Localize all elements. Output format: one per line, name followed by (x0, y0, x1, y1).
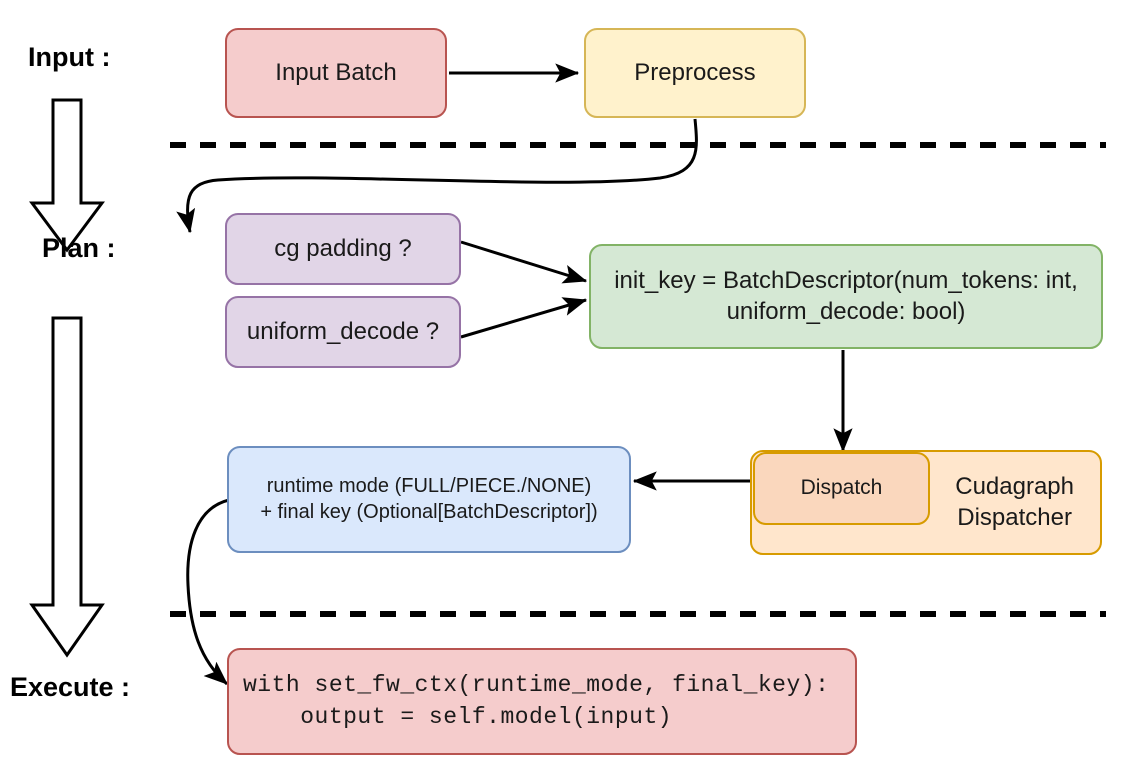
edge-cg-padding-to-init-key (460, 240, 588, 284)
stage-label-input: Input : (28, 42, 111, 72)
stage-label-plan: Plan : (42, 233, 116, 263)
node-cg-padding[interactable]: cg padding ? (225, 213, 461, 285)
node-preprocess[interactable]: Preprocess (584, 28, 806, 118)
node-cudagraph-dispatcher-label: Cudagraph Dispatcher (955, 472, 1074, 531)
node-preprocess-label: Preprocess (634, 58, 756, 86)
node-uniform-decode[interactable]: uniform_decode ? (225, 296, 461, 368)
node-uniform-decode-label: uniform_decode ? (246, 317, 440, 345)
node-execute-code[interactable]: with set_fw_ctx(runtime_mode, final_key)… (227, 648, 857, 755)
node-runtime-mode-label: runtime mode (FULL/PIECE./NONE) + final … (260, 474, 598, 523)
stage-label-execute: Execute : (10, 672, 131, 702)
node-dispatch-label: Dispatch (800, 476, 883, 500)
node-input-batch-label: Input Batch (275, 58, 397, 86)
node-input-batch[interactable]: Input Batch (225, 28, 447, 118)
node-init-key-label: init_key = BatchDescriptor(num_tokens: i… (614, 266, 1078, 325)
edge-uniform-decode-to-init-key (460, 297, 588, 339)
stage-arrow-input-to-plan (29, 98, 105, 253)
stage-arrow-plan-to-execute (29, 316, 105, 658)
node-dispatch[interactable]: Dispatch (753, 452, 930, 525)
node-cg-padding-label: cg padding ? (274, 234, 412, 262)
node-init-key[interactable]: init_key = BatchDescriptor(num_tokens: i… (589, 244, 1103, 349)
node-execute-code-label: with set_fw_ctx(runtime_mode, final_key)… (243, 672, 830, 730)
edge-runtime-mode-to-execute-code (186, 498, 230, 686)
node-runtime-mode[interactable]: runtime mode (FULL/PIECE./NONE) + final … (227, 446, 631, 553)
